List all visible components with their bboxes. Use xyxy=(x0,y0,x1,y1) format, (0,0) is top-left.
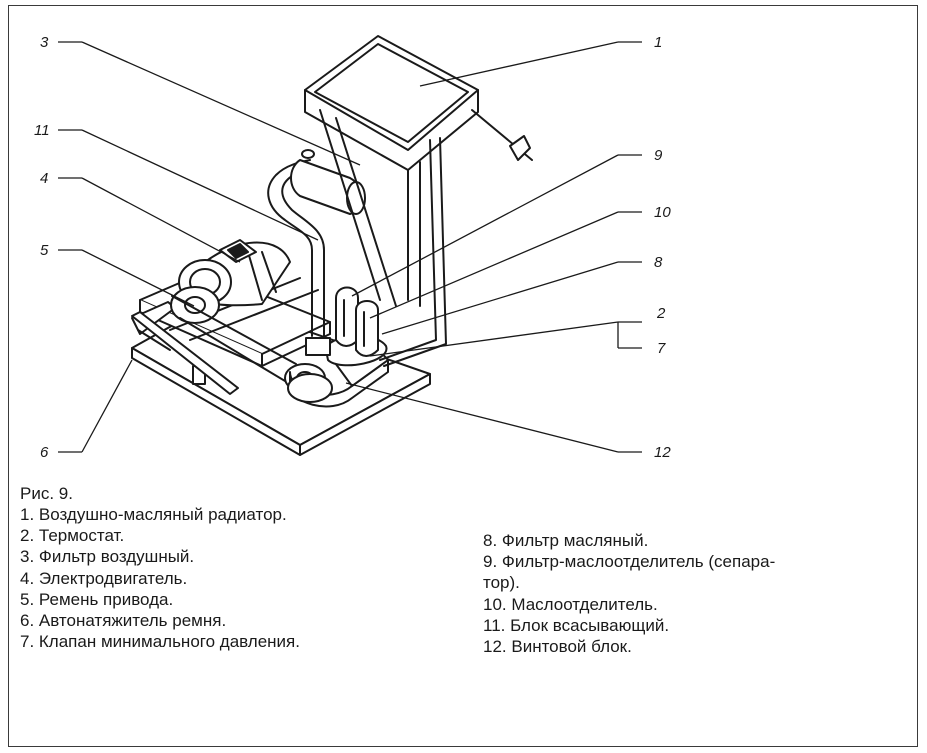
legend-item-2: 2. Термостат. xyxy=(20,526,125,546)
callout-4: 4 xyxy=(40,170,48,187)
legend-item-6: 6. Автонатяжитель ремня. xyxy=(20,611,227,631)
legend-item-3: 3. Фильтр воздушный. xyxy=(20,547,195,567)
belt-tensioner xyxy=(131,311,239,395)
air-filter xyxy=(290,149,366,215)
callout-11: 11 xyxy=(34,122,50,139)
callout-8: 8 xyxy=(654,254,663,271)
radiator xyxy=(304,35,533,367)
legend-right: 8. Фильтр масляный. 9. Фильтр-маслоотдел… xyxy=(483,530,813,657)
legend-item-4: 4. Электродвигатель. xyxy=(20,568,188,588)
callout-3: 3 xyxy=(40,34,49,51)
legend-item-1: 1. Воздушно-масляный радиатор. xyxy=(20,505,287,524)
callout-1: 1 xyxy=(654,34,662,51)
oil-separator xyxy=(325,286,388,367)
legend-item-8: 8. Фильтр масляный. xyxy=(483,531,649,550)
callout-7: 7 xyxy=(657,340,666,357)
legend-item-10: 10. Маслоотделитель. xyxy=(483,594,658,614)
legend-item-9: 9. Фильтр-маслоотделитель (сепара- xyxy=(483,552,776,572)
callout-12: 12 xyxy=(654,444,671,461)
callout-5: 5 xyxy=(40,242,49,259)
legend-item-11: 11. Блок всасывающий. xyxy=(483,615,670,635)
legend-left: 1. Воздушно-масляный радиатор. 2. Термос… xyxy=(20,504,300,652)
figure-caption: Рис. 9. xyxy=(20,484,73,503)
compressor-drawing: 1 2 3 4 5 6 7 8 9 10 11 12 xyxy=(34,34,671,461)
callout-6: 6 xyxy=(40,444,49,461)
callout-9: 9 xyxy=(654,147,663,164)
figure-frame xyxy=(8,5,918,747)
callout-2: 2 xyxy=(656,305,666,322)
legend-item-9-cont: тор). xyxy=(483,573,520,593)
callout-10: 10 xyxy=(654,204,671,221)
legend-item-7: 7. Клапан минимального давления. xyxy=(20,632,300,652)
leader-lines xyxy=(58,41,642,453)
legend-item-5: 5. Ремень привода. xyxy=(20,589,174,609)
legend-item-12: 12. Винтовой блок. xyxy=(483,637,632,657)
